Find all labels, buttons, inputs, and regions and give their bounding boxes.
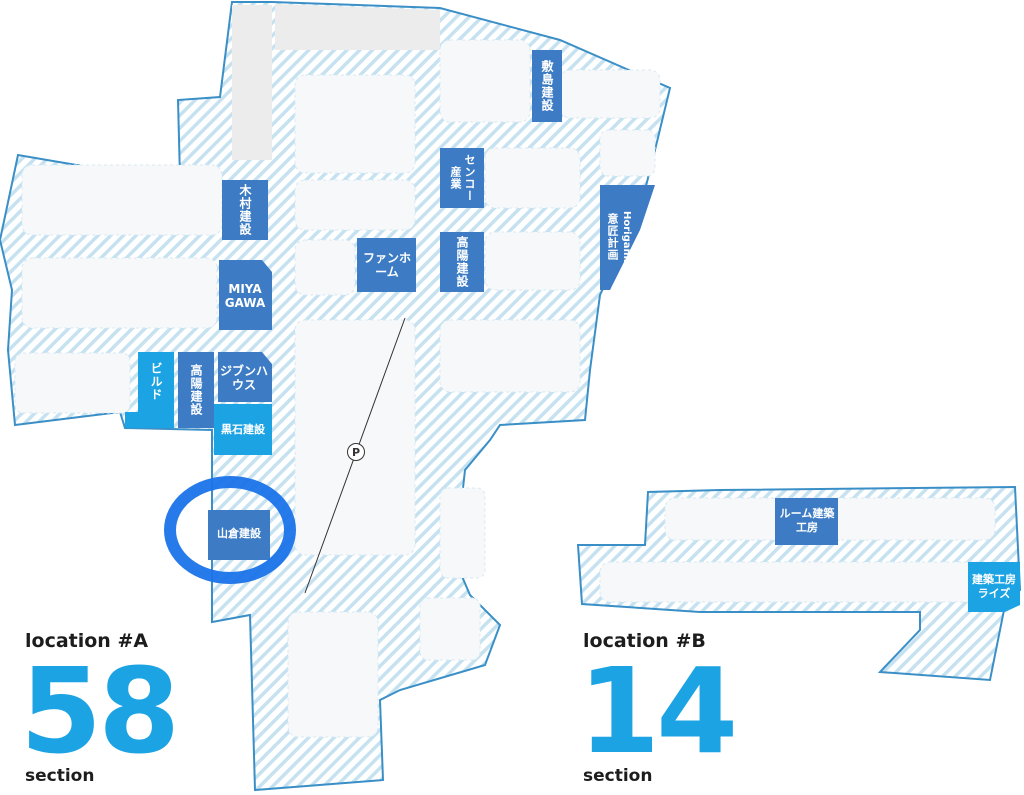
plot-room — [775, 498, 838, 545]
label-miyagawa: MIYA GAWA — [224, 282, 266, 310]
label-room: ルーム建築工房 — [779, 507, 835, 534]
label-build: ビルド — [149, 361, 163, 401]
highlight-circle — [164, 476, 296, 584]
plot-rise — [968, 562, 1020, 612]
label-kuroishi: 黒石建設 — [221, 423, 265, 436]
label-jibun: ジブンハウス — [220, 364, 269, 392]
location-a-unit: section — [25, 766, 95, 786]
gray-area — [275, 4, 440, 50]
label-takayo-2: 高陽建設 — [189, 364, 203, 416]
plot-takayo-1 — [440, 232, 484, 292]
label-isho: 意匠計画 Horigami — [601, 187, 637, 287]
label-isho-jp: 意匠計画 — [606, 213, 619, 261]
plot-miyagawa — [219, 260, 272, 330]
label-yamakura: 山倉建設 — [217, 527, 261, 540]
plot-isho — [600, 185, 655, 290]
plot-kimura — [222, 180, 268, 240]
location-b-title: location #B — [583, 630, 706, 652]
plot-build — [125, 352, 174, 428]
label-shikishima: 敷島建設 — [540, 60, 554, 112]
location-a-count: 58 — [20, 642, 180, 780]
parking-icon: P — [347, 443, 365, 461]
label-takayo-1: 高陽建設 — [455, 236, 469, 288]
label-rise: 建築工房ライズ — [972, 573, 1016, 600]
label-senko: センコー産業 — [449, 154, 476, 202]
gray-area-west — [232, 5, 272, 160]
plot-jibun — [218, 352, 272, 402]
plot-kuroishi — [214, 404, 272, 455]
plot-takayo-2 — [178, 352, 214, 428]
plot-shikishima — [532, 50, 562, 122]
location-a-title: location #A — [25, 630, 149, 652]
location-b-count: 14 — [578, 642, 738, 780]
plot-senko — [440, 148, 484, 208]
location-b-unit: section — [583, 766, 653, 786]
label-isho-en: Horigami — [621, 211, 632, 263]
label-fan-home: ファンホーム — [362, 251, 411, 279]
plot-yamakura — [208, 510, 270, 560]
label-kimura: 木村建設 — [238, 184, 252, 236]
plot-fan-home — [357, 238, 416, 292]
